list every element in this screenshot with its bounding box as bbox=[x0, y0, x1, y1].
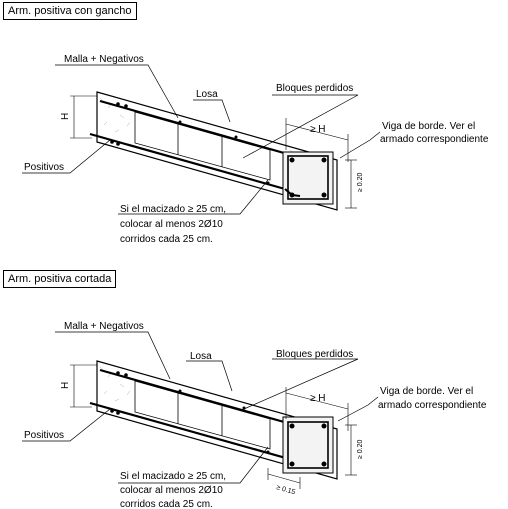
label-viga-1: Viga de borde. Ver el bbox=[380, 386, 473, 397]
leader-malla bbox=[55, 64, 179, 119]
dim-020-label: ≥ 0.20 bbox=[357, 172, 364, 192]
leader-malla bbox=[55, 331, 171, 380]
label-note-3: corridos cada 25 cm. bbox=[120, 234, 213, 245]
detail-drawing-cortada: H ≥ 0.20 ≥ 0.15 Malla + Negativos Losa B… bbox=[22, 321, 487, 509]
label-note-1: Si el macizado ≥ 25 cm, bbox=[120, 204, 226, 215]
leader-note bbox=[118, 179, 269, 215]
leader-note bbox=[118, 446, 269, 484]
label-malla: Malla + Negativos bbox=[64, 54, 144, 65]
leader-bloques bbox=[243, 358, 359, 410]
label-note-2: colocar al menos 2Ø10 bbox=[120, 485, 223, 496]
slab-section bbox=[89, 91, 338, 211]
label-bloques: Bloques perdidos bbox=[276, 349, 353, 360]
dimension-020 bbox=[345, 159, 357, 209]
dim-h-top-label: ≥ H bbox=[310, 124, 326, 135]
dim-020-label: ≥ 0.20 bbox=[357, 439, 364, 459]
slab-outline bbox=[96, 91, 338, 211]
dimension-015 bbox=[267, 468, 301, 489]
label-note-1: Si el macizado ≥ 25 cm, bbox=[120, 471, 226, 482]
bottom-positive-bar bbox=[89, 401, 301, 464]
dim-015-label: ≥ 0.15 bbox=[275, 484, 296, 496]
dimension-020 bbox=[345, 424, 357, 476]
dimension-h-top bbox=[285, 387, 349, 431]
leader-viga bbox=[337, 396, 379, 422]
dim-h-top-label: ≥ H bbox=[310, 393, 326, 404]
label-viga-2: armado correspondiente bbox=[378, 400, 487, 411]
dim-h-left-label: H bbox=[60, 382, 71, 389]
label-malla: Malla + Negativos bbox=[64, 321, 144, 332]
label-note-3: corridos cada 25 cm. bbox=[120, 499, 213, 509]
label-losa: Losa bbox=[196, 89, 218, 100]
dimension-h-left bbox=[70, 95, 97, 139]
leader-positivos bbox=[22, 408, 111, 442]
dim-h-left-label: H bbox=[60, 113, 71, 120]
detail-title: Arm. positiva cortada bbox=[3, 270, 117, 288]
leader-positivos bbox=[22, 139, 111, 174]
leader-viga bbox=[339, 131, 381, 159]
label-viga-2: armado correspondiente bbox=[380, 134, 489, 145]
bottom-positive-bar bbox=[89, 132, 286, 191]
slab-section bbox=[89, 360, 338, 480]
leader-losa bbox=[193, 99, 231, 123]
dimension-h-top bbox=[285, 118, 349, 162]
slab-outline bbox=[96, 360, 338, 480]
leader-losa bbox=[186, 360, 233, 392]
label-bloques: Bloques perdidos bbox=[276, 83, 353, 94]
label-losa: Losa bbox=[190, 351, 212, 362]
label-viga-1: Viga de borde. Ver el bbox=[382, 121, 475, 132]
leader-bloques bbox=[242, 94, 359, 159]
edge-beam bbox=[282, 416, 334, 474]
detail-title: Arm. positiva con gancho bbox=[3, 2, 137, 20]
label-positivos: Positivos bbox=[24, 162, 64, 173]
detail-drawing-gancho: ≥ H H ≥ 0.20 Malla + Negativos Losa Bloq… bbox=[22, 54, 489, 245]
dimension-h-left bbox=[70, 364, 97, 408]
edge-beam bbox=[282, 151, 334, 205]
label-positivos: Positivos bbox=[24, 430, 64, 441]
label-note-2: colocar al menos 2Ø10 bbox=[120, 219, 223, 230]
